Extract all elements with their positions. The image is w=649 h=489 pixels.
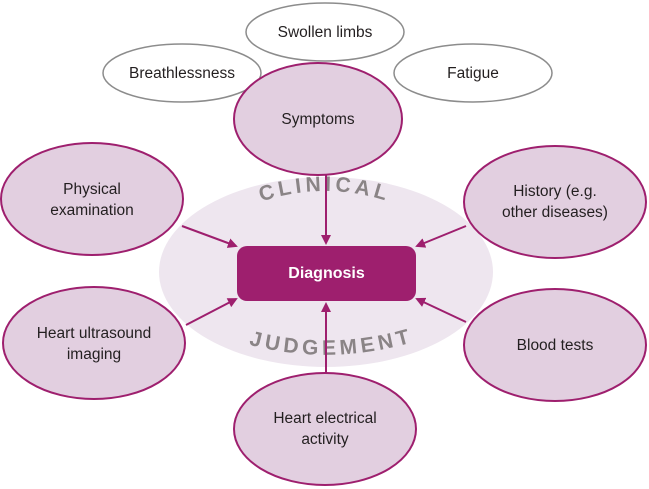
arrow-history-to-diagnosis (415, 225, 467, 248)
symptoms-label: Symptoms (281, 110, 355, 128)
heart-ultrasound-label: Heart ultrasound imaging (36, 325, 152, 363)
physical-examination-label: Physical examination (50, 181, 134, 219)
blood-tests-label: Blood tests (516, 336, 594, 354)
heart-ultrasound-node (2, 286, 186, 400)
blood-tests-node (463, 288, 647, 402)
arrow-ultrasound-to-diagnosis (185, 298, 238, 326)
diagnosis-label: Diagnosis (288, 264, 365, 282)
symptom-node-swollen-limbs (245, 2, 405, 62)
symptom-node-breathlessness (102, 43, 262, 103)
symptom-label-fatigue: Fatigue (447, 64, 499, 82)
history-label: History (e.g. other diseases) (502, 183, 608, 221)
symptom-node-fatigue (393, 43, 553, 103)
heart-electrical-label: Heart electrical activity (273, 410, 377, 448)
arrow-physical-to-diagnosis (181, 225, 238, 248)
symptom-label-breathlessness: Breathlessness (129, 64, 235, 82)
symptoms-node (233, 62, 403, 176)
history-node (463, 145, 647, 259)
arrow-blood-to-diagnosis (415, 297, 467, 323)
symptom-label-swollen-limbs: Swollen limbs (277, 23, 373, 41)
heart-electrical-node (233, 372, 417, 486)
physical-examination-node (0, 142, 184, 256)
diagnosis-box (237, 246, 416, 301)
